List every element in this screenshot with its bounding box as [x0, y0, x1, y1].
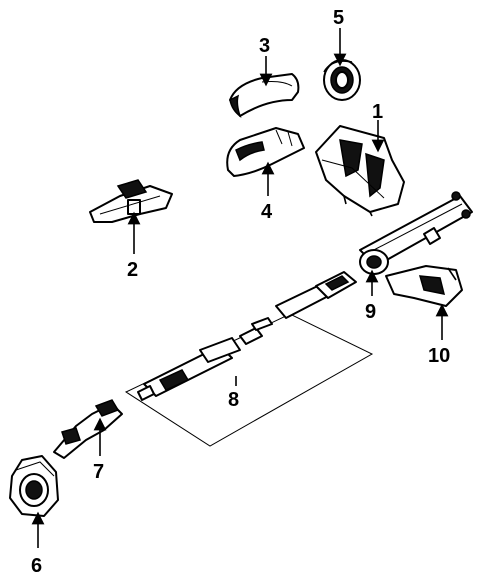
callout-7: 7: [93, 461, 104, 483]
part-9-collar: [359, 249, 389, 275]
callout-8: 8: [228, 389, 239, 411]
part-4-lower-shroud: [226, 127, 305, 177]
part-7-universal-joint: [53, 399, 123, 459]
part-3-upper-shroud: [229, 73, 300, 119]
part-10-support-bracket: [385, 265, 463, 307]
callout-5: 5: [333, 7, 344, 29]
part-8-shaft-assembly: [124, 271, 374, 447]
callout-9: 9: [365, 301, 376, 323]
callout-10: 10: [428, 345, 450, 367]
part-2-switch-assembly: [89, 179, 173, 223]
part-6-sensor-ring: [9, 455, 59, 517]
part-5-bearing: [323, 59, 361, 101]
callout-6: 6: [31, 555, 42, 577]
callout-1: 1: [372, 101, 383, 123]
callout-2: 2: [127, 259, 138, 281]
part-1-housing-bracket: [315, 125, 405, 217]
column-tube: [359, 191, 473, 267]
callout-4: 4: [261, 201, 273, 223]
callout-3: 3: [259, 35, 270, 57]
